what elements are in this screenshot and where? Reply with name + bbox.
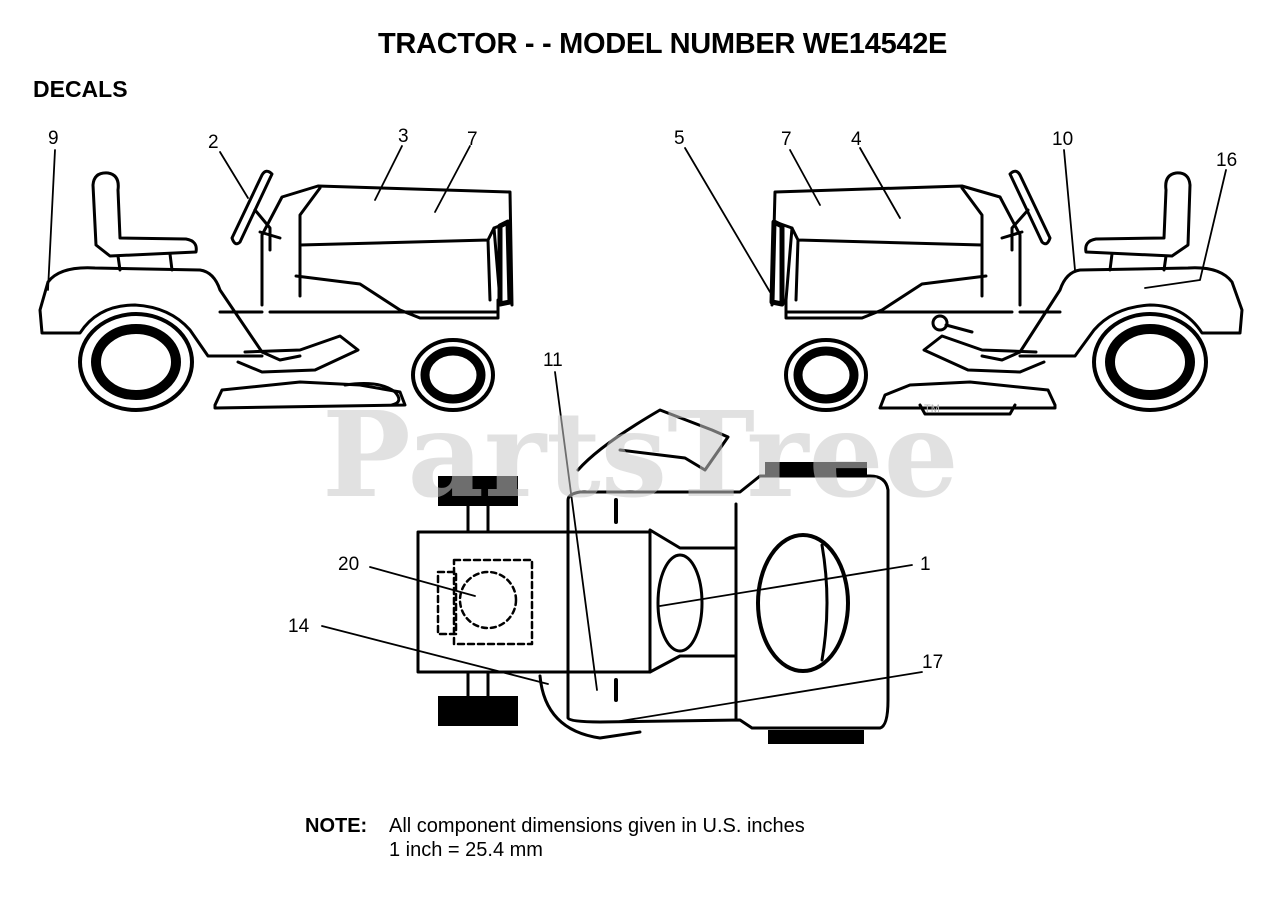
hood-left <box>260 184 514 307</box>
callout-1: 1 <box>920 554 931 575</box>
hood-right <box>770 184 1022 307</box>
callout-leaders <box>47 145 1227 723</box>
callout-20: 20 <box>338 554 359 575</box>
dimension-note: NOTE: All component dimensions given in U… <box>305 814 805 862</box>
seat-top <box>416 530 652 674</box>
section-title: DECALS <box>33 76 128 102</box>
rear-wheel-top-upper <box>438 476 518 506</box>
callout-11: 11 <box>543 350 563 371</box>
callout-7a: 7 <box>467 129 478 150</box>
rear-wheel-top-lower <box>438 696 518 726</box>
front-wheel-right <box>784 338 868 412</box>
callout-2: 2 <box>208 132 219 153</box>
watermark: PartsTree <box>322 385 959 524</box>
note-line-2: 1 inch = 25.4 mm <box>389 839 543 861</box>
callout-10: 10 <box>1052 129 1073 150</box>
callout-labels: 9 2 3 7 5 7 4 10 16 11 20 14 1 17 <box>48 126 1237 673</box>
note-line-1: All component dimensions given in U.S. i… <box>389 815 805 837</box>
page-title: TRACTOR - - MODEL NUMBER WE14542E <box>378 28 948 60</box>
steering-wheel-right <box>1008 169 1052 246</box>
body-top <box>566 474 890 730</box>
rear-fender-left <box>38 266 302 362</box>
callout-7b: 7 <box>781 129 792 150</box>
note-label: NOTE: <box>305 815 368 837</box>
steering-wheel-left <box>230 169 274 246</box>
tractor-right-view <box>769 169 1244 416</box>
callout-14: 14 <box>288 616 310 637</box>
rear-wheel-right <box>1092 312 1208 412</box>
front-wheel-left <box>411 338 495 412</box>
watermark-tm: TM <box>924 403 940 415</box>
rear-fender-right <box>980 266 1244 362</box>
mower-deck-right <box>878 380 1057 410</box>
front-wheel-top-upper <box>765 462 867 476</box>
mower-deck-left <box>213 380 407 410</box>
tractor-left-view <box>38 169 514 412</box>
callout-16: 16 <box>1216 150 1237 171</box>
callout-5: 5 <box>674 128 685 149</box>
rear-wheel-left <box>78 312 194 412</box>
seat-left <box>91 171 198 258</box>
front-wheel-top-lower <box>768 730 864 744</box>
callout-4: 4 <box>851 129 862 150</box>
seat-right <box>1084 171 1192 258</box>
callout-17: 17 <box>922 652 943 673</box>
callout-9: 9 <box>48 128 59 149</box>
callout-3: 3 <box>398 126 409 147</box>
tractor-top-view <box>416 408 890 744</box>
